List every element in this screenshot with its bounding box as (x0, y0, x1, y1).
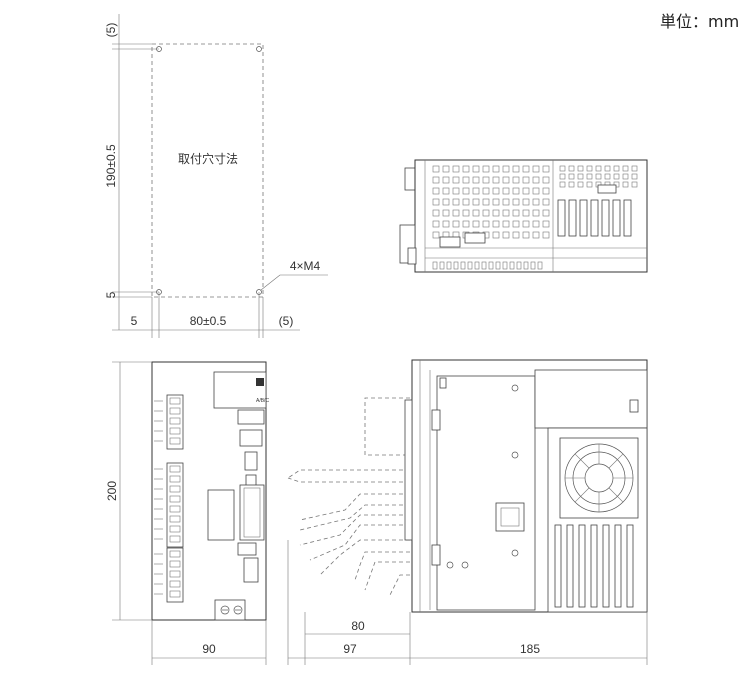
dim-top-margin: (5) (104, 23, 118, 38)
dim-front-height: 200 (105, 481, 119, 501)
dim-left-margin: 5 (131, 314, 138, 328)
mounting-hole-diagram: 取付穴寸法 (5) 190±0.5 5 5 80±0.5 (5) 4×M4 (104, 14, 328, 338)
top-view (399, 159, 648, 273)
io-connector (239, 484, 265, 541)
dim-mounting-height: 190±0.5 (104, 144, 118, 188)
heatsink-fins (554, 524, 634, 608)
screw-label: 4×M4 (290, 259, 321, 273)
dim-mounting-width: 80±0.5 (190, 314, 227, 328)
mounting-hole (256, 46, 262, 52)
front-label-plate (207, 489, 235, 541)
dim-right-margin: (5) (279, 314, 294, 328)
dim-front-width: 90 (202, 642, 216, 656)
connector-blocks (154, 394, 184, 603)
svg-text:A/B/C: A/B/C (256, 398, 269, 404)
mounting-title: 取付穴寸法 (178, 151, 238, 166)
mounting-outline (151, 43, 264, 298)
dim-depth: 185 (520, 642, 540, 656)
unit-label: 単位：mm (660, 12, 739, 31)
top-view-body (414, 159, 648, 273)
cable-outlines (287, 397, 410, 596)
dim-cable-length: 80 (351, 619, 365, 633)
dim-bottom-margin: 5 (104, 291, 118, 298)
terminal-fins (557, 199, 632, 237)
side-view: 80 97 185 (287, 359, 648, 665)
dim-cable-total: 97 (343, 642, 357, 656)
vent-slots (432, 165, 638, 270)
front-view: A/B/C 200 90 (105, 361, 269, 665)
